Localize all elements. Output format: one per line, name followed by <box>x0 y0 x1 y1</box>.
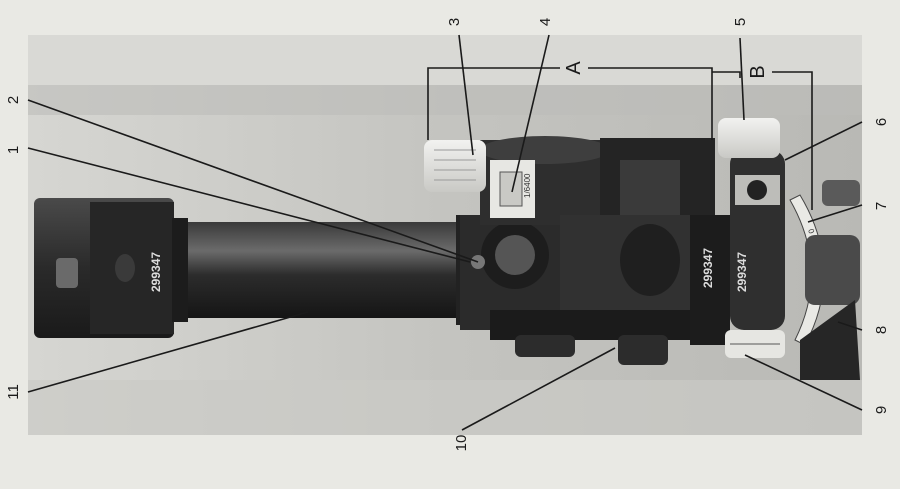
callout-9: 9 <box>873 406 890 414</box>
body-serial-label-2: 299347 <box>735 252 749 292</box>
azimuth-assembly: 0 10 20 299347 299347 <box>690 118 860 380</box>
callout-2: 1 <box>5 146 22 154</box>
cap-serial-label: 299347 <box>149 252 163 292</box>
eyepiece-cap: 299347 <box>34 198 174 338</box>
telescope-tube <box>172 215 478 325</box>
elevation-knob <box>424 140 486 192</box>
callout-1: 2 <box>5 96 22 104</box>
callout-5: 5 <box>732 18 749 26</box>
callout-3: 3 <box>446 18 463 26</box>
scale-window-label: 1/6400 <box>523 173 532 198</box>
callout-11: 11 <box>5 384 22 400</box>
callouts: 2 1 3 4 5 6 7 8 9 10 11 A B <box>5 18 890 452</box>
svg-text:0: 0 <box>806 228 816 236</box>
callout-8: 8 <box>873 326 890 334</box>
callout-4: 4 <box>537 18 554 26</box>
group-b-label: B <box>747 65 769 78</box>
callout-6: 6 <box>873 118 890 126</box>
callout-7: 7 <box>873 202 890 210</box>
callout-10: 10 <box>453 435 470 452</box>
leader-lines <box>27 34 863 431</box>
body-serial-label-1: 299347 <box>701 248 715 288</box>
instrument-body <box>460 136 720 365</box>
group-a-label: A <box>563 61 585 75</box>
